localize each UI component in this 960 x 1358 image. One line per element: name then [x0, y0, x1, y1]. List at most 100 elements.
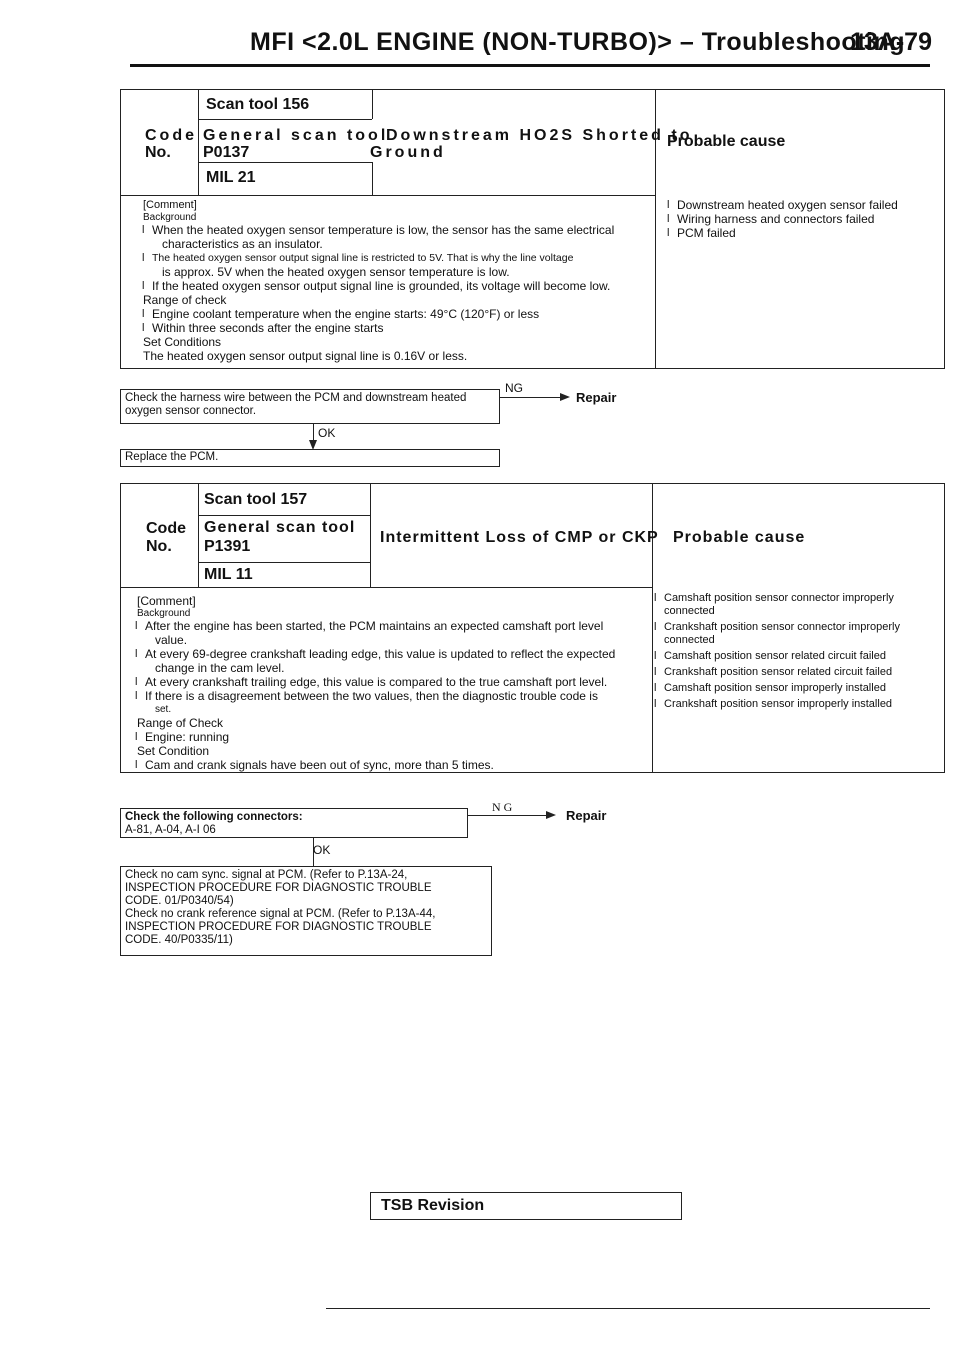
- dtc2-step2-line: INSPECTION PROCEDURE FOR DIAGNOSTIC TROU…: [125, 921, 432, 933]
- bullet-item-cont: value.: [155, 633, 188, 647]
- dtc2-step2-line: CODE. 01/P0340/54): [125, 895, 234, 907]
- bullet-item-cont: set.: [155, 704, 172, 715]
- dtc2-step2-box: Check no cam sync. signal at PCM. (Refer…: [120, 866, 492, 956]
- dtc1-repair-label: Repair: [576, 390, 617, 405]
- dtc2-step1-box: Check the following connectors: A-81, A-…: [120, 808, 468, 838]
- bullet-item-cont: characteristics as an insulator.: [162, 237, 323, 251]
- dtc2-step1-title: Check the following connectors:: [125, 811, 303, 823]
- dtc2-set-label: Set Condition: [137, 744, 210, 758]
- dtc2-background-list: After the engine has been started, the P…: [135, 619, 615, 717]
- cause-item: Crankshaft position sensor improperly in…: [654, 698, 939, 711]
- dtc2-probable-cause-label: Probable cause: [673, 529, 806, 546]
- dtc1-background-label: Background: [143, 212, 197, 223]
- cause-item: Camshaft position sensor connector impro…: [654, 592, 939, 618]
- dtc1-ok-label: OK: [318, 426, 336, 440]
- footer-rule: [326, 1308, 930, 1309]
- dtc1-set-label: Set Conditions: [143, 335, 222, 349]
- header-rule: [130, 64, 930, 67]
- dtc2-step2-line: Check no cam sync. signal at PCM. (Refer…: [125, 869, 408, 881]
- dtc1-no-label: No.: [145, 144, 171, 161]
- dtc1-ok-line: [313, 424, 314, 442]
- dtc2-range-label: Range of Check: [137, 716, 224, 730]
- bullet-item: Within three seconds after the engine st…: [142, 321, 539, 335]
- dtc2-ok-line: [313, 838, 314, 866]
- divider: [120, 195, 655, 196]
- cause-item: Wiring harness and connectors failed: [667, 212, 898, 226]
- dtc2-table: [120, 483, 945, 773]
- bullet-item: Cam and crank signals have been out of s…: [135, 758, 494, 772]
- dtc1-title-line1: Downstream HO2S Shorted to: [386, 127, 693, 144]
- cause-item: Camshaft position sensor improperly inst…: [654, 682, 939, 695]
- dtc2-step2-line: INSPECTION PROCEDURE FOR DIAGNOSTIC TROU…: [125, 882, 432, 894]
- dtc1-mil: MIL 21: [206, 169, 256, 186]
- page-header-title: MFI <2.0L ENGINE (NON-TURBO)> – Troubles…: [250, 28, 906, 56]
- bullet-item: Engine: running: [135, 730, 229, 744]
- dtc2-repair-label: Repair: [566, 808, 607, 823]
- dtc1-ok-arrow-head: [309, 440, 317, 450]
- dtc1-step1-box: Check the harness wire between the PCM a…: [120, 389, 500, 424]
- tsb-revision-box: TSB Revision: [370, 1192, 682, 1220]
- dtc1-step2-box: Replace the PCM.: [120, 449, 500, 467]
- dtc2-range-list: Engine: running: [135, 730, 229, 744]
- dtc1-step2-text: Replace the PCM.: [125, 451, 219, 463]
- dtc2-general-scan-tool: General scan tool: [204, 519, 356, 536]
- divider: [372, 162, 373, 195]
- cause-item: PCM failed: [667, 226, 898, 240]
- dtc2-scan-tool: Scan tool 157: [204, 491, 308, 508]
- dtc2-step1-items: A-81, A-04, A-I 06: [125, 824, 216, 836]
- bullet-item: At every 69-degree crankshaft leading ed…: [135, 647, 615, 661]
- page-number: 13A-79: [850, 28, 932, 56]
- cause-item: Camshaft position sensor related circuit…: [654, 650, 939, 663]
- cause-item: Crankshaft position sensor related circu…: [654, 666, 939, 679]
- dtc1-general-scan-tool: General scan tool: [203, 127, 389, 144]
- divider: [198, 89, 199, 195]
- divider: [120, 587, 652, 588]
- dtc1-range-list: Engine coolant temperature when the engi…: [142, 307, 539, 335]
- divider: [198, 483, 199, 587]
- bullet-item: Engine coolant temperature when the engi…: [142, 307, 539, 321]
- dtc2-ng-label: N G: [492, 800, 513, 814]
- bullet-item-cont: change in the cam level.: [155, 661, 285, 675]
- dtc1-code: P0137: [203, 144, 250, 161]
- dtc2-ok-label: OK: [313, 843, 331, 857]
- divider: [370, 483, 371, 587]
- dtc1-table: [120, 89, 945, 369]
- dtc1-ng-arrow-head: [560, 393, 570, 401]
- dtc2-ng-arrow: [468, 815, 548, 816]
- dtc1-probable-cause-label: Probable cause: [667, 133, 786, 150]
- dtc1-scan-tool: Scan tool 156: [206, 96, 310, 113]
- dtc1-set-text: The heated oxygen sensor output signal l…: [143, 349, 468, 363]
- dtc1-comment-label: [Comment]: [143, 199, 197, 211]
- dtc1-ng-arrow: [500, 397, 562, 398]
- dtc2-mil: MIL 11: [204, 566, 253, 583]
- divider: [198, 515, 370, 516]
- divider: [372, 89, 373, 119]
- dtc2-comment-label: [Comment]: [137, 594, 196, 608]
- dtc1-causes-list: Downstream heated oxygen sensor failed W…: [667, 198, 898, 240]
- cause-item: Downstream heated oxygen sensor failed: [667, 198, 898, 212]
- dtc2-set-list: Cam and crank signals have been out of s…: [135, 758, 494, 772]
- dtc2-background-label: Background: [137, 608, 191, 619]
- bullet-item: If there is a disagreement between the t…: [135, 689, 615, 703]
- dtc2-step2-line: Check no crank reference signal at PCM. …: [125, 908, 436, 920]
- bullet-item-cont: is approx. 5V when the heated oxygen sen…: [162, 265, 510, 279]
- dtc2-code: P1391: [204, 538, 251, 555]
- divider: [198, 119, 372, 120]
- dtc1-code-label: Code: [145, 127, 197, 144]
- bullet-item: After the engine has been started, the P…: [135, 619, 615, 633]
- divider: [655, 89, 656, 369]
- divider: [652, 483, 653, 773]
- dtc2-step2-line: CODE. 40/P0335/11): [125, 934, 233, 946]
- bullet-item: At every crankshaft trailing edge, this …: [135, 675, 615, 689]
- dtc1-background-list: When the heated oxygen sensor temperatur…: [142, 223, 614, 293]
- dtc1-step1-text: Check the harness wire between the PCM a…: [125, 392, 467, 417]
- tsb-revision-label: TSB Revision: [381, 1197, 485, 1214]
- dtc1-range-label: Range of check: [143, 293, 227, 307]
- dtc2-causes-list: Camshaft position sensor connector impro…: [654, 592, 939, 711]
- dtc2-code-label: Code: [146, 520, 186, 537]
- dtc1-ng-label: NG: [505, 381, 523, 395]
- bullet-item: When the heated oxygen sensor temperatur…: [142, 223, 614, 237]
- dtc2-ng-arrow-head: [546, 811, 556, 819]
- cause-item: Crankshaft position sensor connector imp…: [654, 621, 939, 647]
- divider: [198, 162, 372, 163]
